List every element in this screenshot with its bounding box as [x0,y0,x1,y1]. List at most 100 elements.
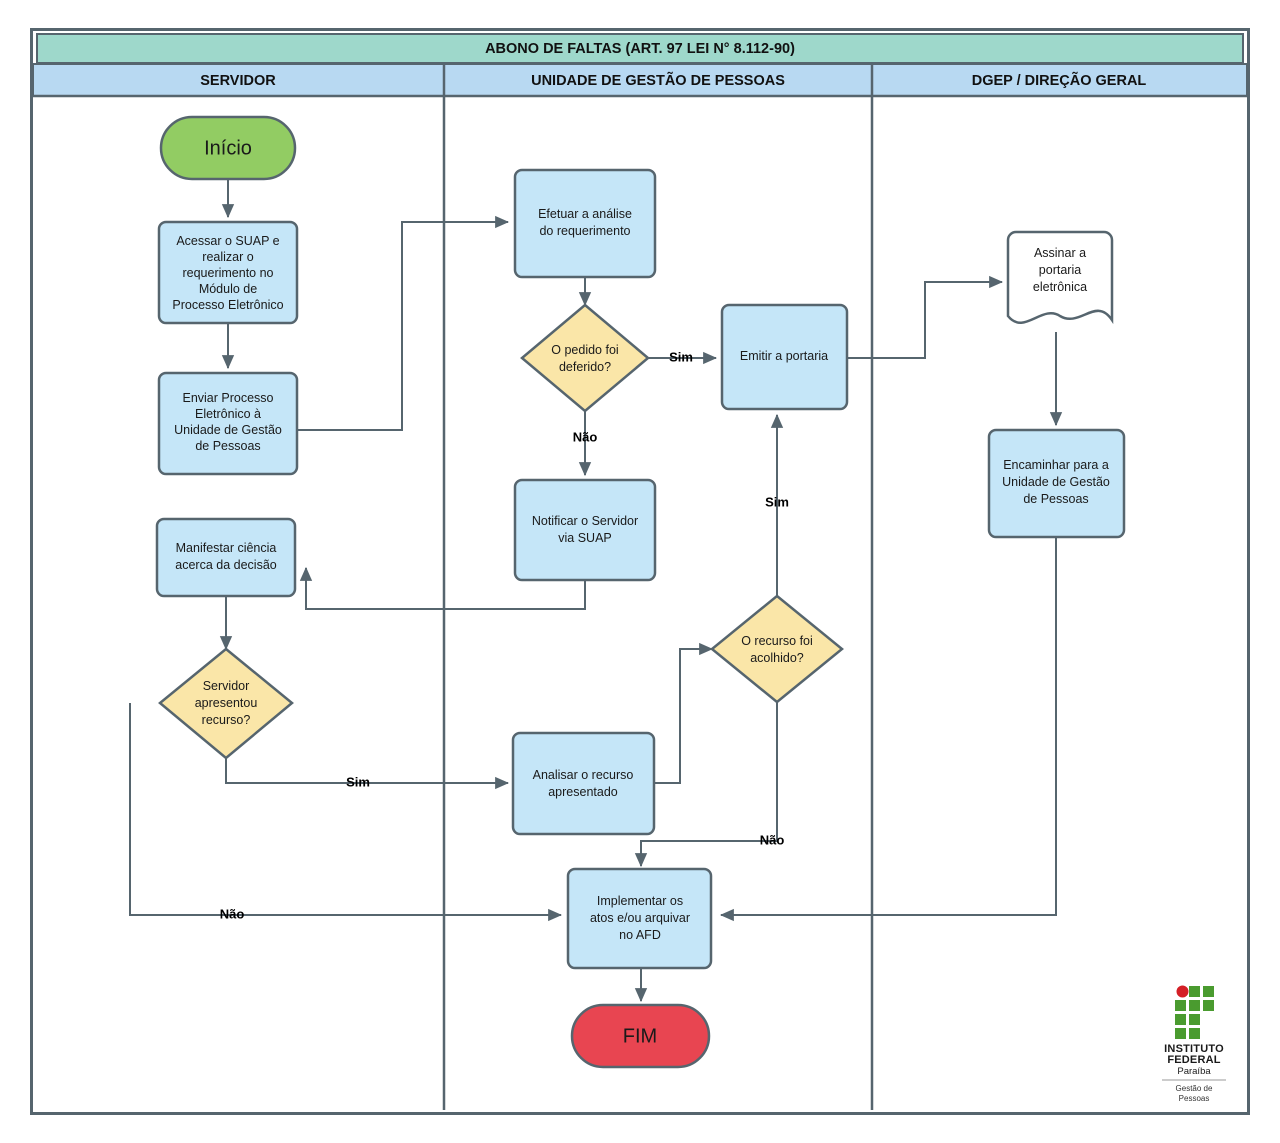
node-acessar-suap[interactable]: Acessar o SUAP e realizar o requerimento… [157,220,299,325]
node-apresentou-recurso[interactable]: Servidor apresentou recurso? [158,647,294,760]
node-notificar-servidor-shape [513,478,657,582]
node-recurso-acolhido[interactable]: O recurso foi acolhido? [710,594,844,704]
edge-encaminhar-to-implementar [719,537,1057,922]
svg-text:Unidade de Gestão: Unidade de Gestão [174,423,282,437]
svg-text:do requerimento: do requerimento [539,224,630,238]
svg-text:realizar o: realizar o [202,250,253,264]
svg-text:via SUAP: via SUAP [558,531,612,545]
node-implementar-atos-label: Implementar os [597,894,683,908]
node-acessar-suap-label: Acessar o SUAP e [176,234,279,248]
node-pedido-deferido-label: O pedido foi [551,343,618,357]
edge-notificar-to-manifestar [299,566,586,610]
svg-text:de Pessoas: de Pessoas [195,439,260,453]
edge-label-nao-recurso: Não [220,906,245,921]
logo-line-instituto: INSTITUTO [1164,1043,1224,1055]
logo-green-square-icon [1189,1028,1200,1039]
node-efetuar-analise-label: Efetuar a análise [538,207,632,221]
logo-green-square-icon [1189,1000,1200,1011]
edge-analisar-to-acolhido [654,642,714,784]
node-recurso-acolhido-shape [710,594,844,704]
node-notificar-servidor[interactable]: Notificar o Servidor via SUAP [513,478,657,582]
node-manifestar-ciencia[interactable]: Manifestar ciência acerca da decisão [155,517,297,598]
svg-text:Processo Eletrônico: Processo Eletrônico [172,298,283,312]
svg-text:atos e/ou arquivar: atos e/ou arquivar [590,911,690,925]
edge-label-sim-recurso: Sim [346,774,370,789]
node-encaminhar-ugp[interactable]: Encaminhar para a Unidade de Gestão de P… [987,428,1126,539]
node-emitir-portaria[interactable]: Emitir a portaria [720,303,849,411]
node-efetuar-analise-shape [513,168,657,279]
svg-text:acerca da decisão: acerca da decisão [175,558,277,572]
node-encaminhar-ugp-label: Encaminhar para a [1003,458,1109,472]
svg-text:Eletrônico à: Eletrônico à [195,407,261,421]
node-enviar-processo-shape [157,371,299,476]
logo-red-dot-icon [1176,985,1189,998]
svg-text:de Pessoas: de Pessoas [1023,492,1088,506]
logo-green-square-icon [1203,1000,1214,1011]
logo-green-square-icon [1203,986,1214,997]
node-manifestar-ciencia-label: Manifestar ciência [176,541,277,555]
node-implementar-atos[interactable]: Implementar os atos e/ou arquivar no AFD [566,867,713,970]
logo-green-square-icon [1175,1014,1186,1025]
node-fim[interactable]: FIM [570,1003,711,1069]
node-inicio-label: Início [204,137,252,159]
edge-enviar-to-efetuar [297,215,510,431]
node-emitir-portaria-shape [720,303,849,411]
edge-emitir-to-assinar [847,275,1004,359]
diagram-title: ABONO DE FALTAS (ART. 97 LEI N° 8.112-90… [485,41,795,57]
node-assinar-portaria-shape [1006,230,1114,325]
node-analisar-recurso[interactable]: Analisar o recurso apresentado [511,731,656,836]
node-fim-label: FIM [623,1025,657,1047]
node-notificar-servidor-label: Notificar o Servidor [532,514,638,528]
node-analisar-recurso-label: Analisar o recurso [533,768,634,782]
node-efetuar-analise[interactable]: Efetuar a análise do requerimento [513,168,657,279]
node-assinar-portaria[interactable]: Assinar a portaria eletrônica [1006,230,1114,325]
logo-green-square-icon [1175,1028,1186,1039]
node-enviar-processo-label: Enviar Processo [182,391,273,405]
node-inicio-shape [159,115,297,181]
edge-acolhido-nao-to-implementar [634,702,778,868]
edge-label-sim-deferido: Sim [669,349,693,364]
logo-green-square-icon [1175,1000,1186,1011]
edge-recurso-sim-to-analisar [225,758,510,790]
svg-text:Unidade de Gestão: Unidade de Gestão [1002,475,1110,489]
svg-text:recurso?: recurso? [202,713,251,727]
edge-label-nao-deferido: Não [573,429,598,444]
node-assinar-portaria-label: Assinar a [1034,246,1086,260]
svg-text:Módulo de: Módulo de [199,282,257,296]
node-pedido-deferido[interactable]: O pedido foi deferido? [520,303,650,413]
node-enviar-processo[interactable]: Enviar Processo Eletrônico à Unidade de … [157,371,299,476]
svg-text:apresentou: apresentou [195,696,258,710]
node-fim-shape [570,1003,711,1069]
svg-text:deferido?: deferido? [559,360,611,374]
edge-recurso-nao-to-implementar [129,703,563,922]
node-encaminhar-ugp-shape [987,428,1126,539]
svg-text:apresentado: apresentado [548,785,618,799]
logo-green-square-icon [1189,1014,1200,1025]
node-manifestar-ciencia-shape [155,517,297,598]
svg-text:eletrônica: eletrônica [1033,280,1087,294]
node-analisar-recurso-shape [511,731,656,836]
node-acessar-suap-shape [157,220,299,325]
ifpb-logo: INSTITUTO FEDERAL Paraíba Gestão de Pess… [1162,985,1226,1103]
node-apresentou-recurso-shape [158,647,294,760]
svg-text:requerimento no: requerimento no [182,266,273,280]
node-inicio[interactable]: Início [159,115,297,181]
logo-green-square-icon [1189,986,1200,997]
node-implementar-atos-shape [566,867,713,970]
node-recurso-acolhido-label: O recurso foi [741,634,813,648]
svg-text:no AFD: no AFD [619,928,661,942]
logo-line-pessoas: Pessoas [1179,1094,1210,1103]
node-pedido-deferido-shape [520,303,650,413]
lane-header-ugp: UNIDADE DE GESTÃO DE PESSOAS [531,71,785,89]
lane-header-dgep: DGEP / DIREÇÃO GERAL [972,71,1147,89]
node-apresentou-recurso-label: Servidor [203,679,250,693]
svg-text:acolhido?: acolhido? [750,651,804,665]
logo-line-federal: FEDERAL [1167,1054,1220,1066]
logo-line-paraiba: Paraíba [1177,1066,1211,1077]
edge-label-nao-acolhido: Não [760,832,785,847]
node-emitir-portaria-label: Emitir a portaria [740,349,828,363]
svg-text:portaria: portaria [1039,263,1081,277]
logo-line-gestao: Gestão de [1176,1084,1213,1093]
